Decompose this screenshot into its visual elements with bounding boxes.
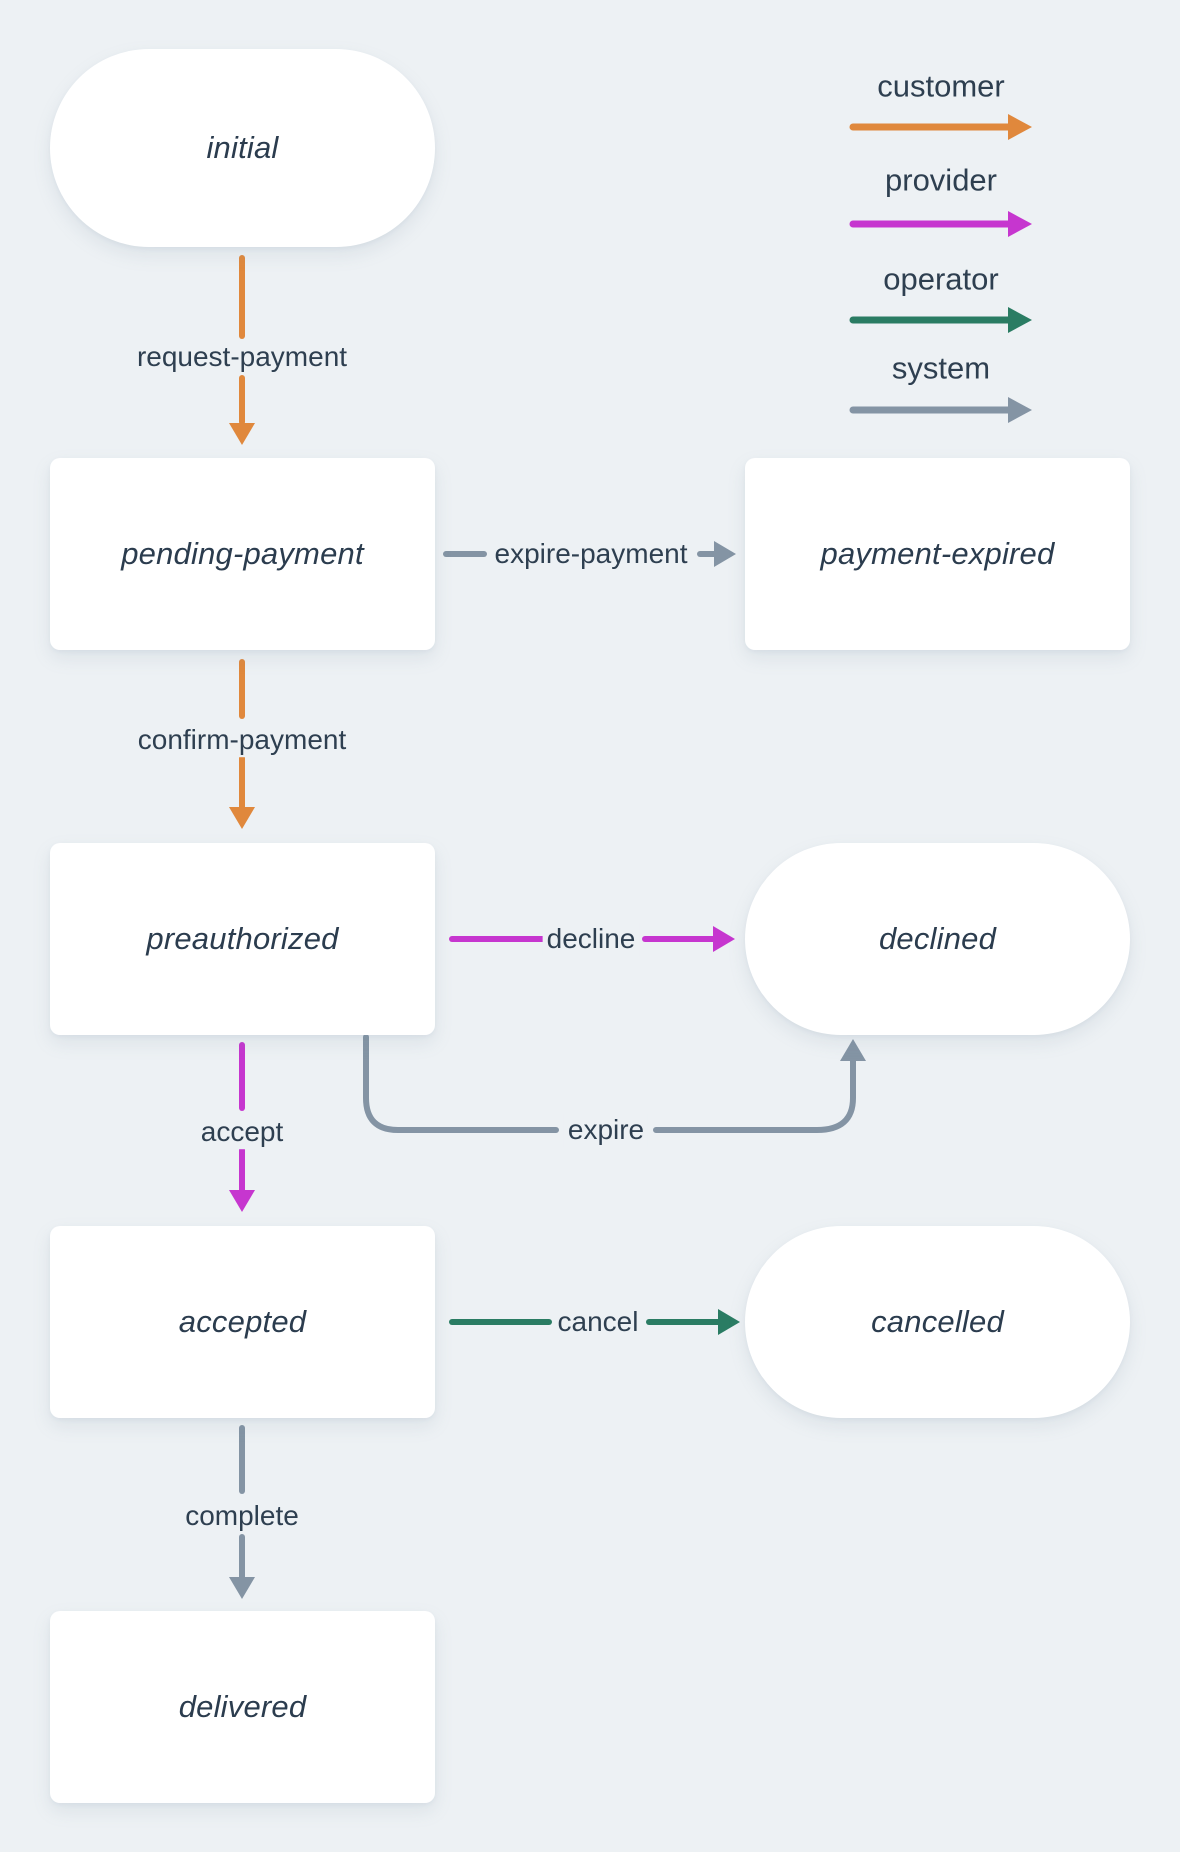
edge-confirm-payment-label: confirm-payment <box>133 723 351 757</box>
edge-request-payment-arrow <box>229 255 255 445</box>
node-label: payment-expired <box>820 536 1055 571</box>
node-label: initial <box>206 130 279 165</box>
edge-expire-label: expire <box>563 1113 649 1147</box>
node-accepted: accepted <box>50 1226 435 1418</box>
node-label: delivered <box>178 1689 307 1724</box>
legend-label-provider: provider <box>885 162 997 198</box>
edge-complete-label: complete <box>181 1499 303 1533</box>
edge-curve <box>363 1034 559 1133</box>
legend-arrow-system <box>849 397 1032 423</box>
arrowhead-icon <box>840 1039 866 1061</box>
node-cancelled: cancelled <box>745 1226 1130 1418</box>
legend-label-customer: customer <box>877 68 1005 104</box>
arrowhead-icon <box>229 1577 255 1599</box>
node-label: declined <box>878 921 997 956</box>
arrowhead-icon <box>714 541 736 567</box>
edge-request-payment-label: request-payment <box>132 340 352 374</box>
node-delivered: delivered <box>50 1611 435 1803</box>
edge-confirm-payment-arrow <box>229 659 255 829</box>
node-pending-payment: pending-payment <box>50 458 435 650</box>
arrowhead-icon <box>229 423 255 445</box>
arrowhead-icon <box>1008 397 1032 423</box>
legend-label-system: system <box>891 350 991 386</box>
edge-accept-arrow <box>229 1042 255 1212</box>
node-label: pending-payment <box>121 536 364 571</box>
edge-curve <box>653 1058 856 1133</box>
node-declined: declined <box>745 843 1130 1035</box>
arrowhead-icon <box>718 1309 740 1335</box>
node-label: accepted <box>178 1304 307 1339</box>
arrowhead-icon <box>1008 211 1032 237</box>
node-initial: initial <box>50 49 435 247</box>
node-label: preauthorized <box>146 921 339 956</box>
node-label: cancelled <box>871 1304 1004 1339</box>
node-preauthorized: preauthorized <box>50 843 435 1035</box>
edge-cancel-arrow <box>449 1309 740 1335</box>
arrowhead-icon <box>713 926 735 952</box>
edge-decline-arrow <box>449 926 735 952</box>
legend-arrow-provider <box>849 211 1032 237</box>
edge-expire-arrow <box>363 1034 866 1133</box>
arrowhead-icon <box>1008 114 1032 140</box>
node-payment-expired: payment-expired <box>745 458 1130 650</box>
edge-expire-payment-arrow <box>443 541 736 567</box>
arrowhead-icon <box>229 807 255 829</box>
edge-complete-arrow <box>229 1425 255 1599</box>
edge-accept-label: accept <box>196 1115 288 1149</box>
legend-arrow-customer <box>849 114 1032 140</box>
legend-label-operator: operator <box>883 261 999 297</box>
edge-expire-payment-label: expire-payment <box>490 537 692 571</box>
arrowhead-icon <box>1008 307 1032 333</box>
legend-arrow-operator <box>849 307 1032 333</box>
edge-cancel-label: cancel <box>553 1305 643 1339</box>
arrowhead-icon <box>229 1190 255 1212</box>
edge-decline-label: decline <box>542 922 640 956</box>
